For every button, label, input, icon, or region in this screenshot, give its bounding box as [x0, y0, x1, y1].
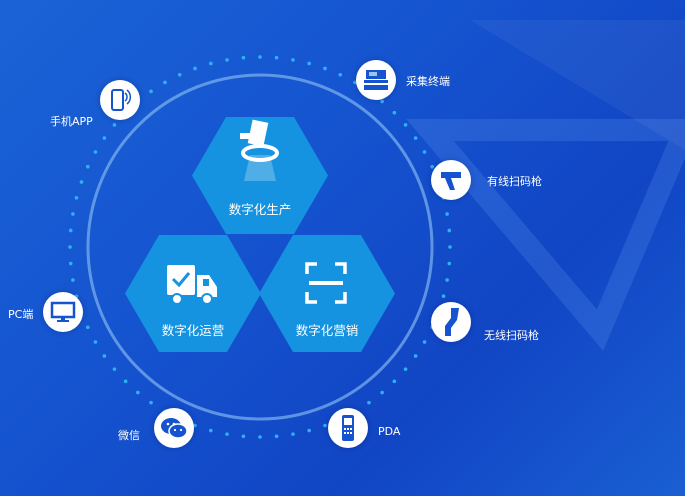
inner-ring — [86, 73, 434, 421]
ring-dot — [422, 150, 427, 154]
ring-dot — [380, 390, 384, 395]
ring-dot — [392, 110, 397, 115]
ring-dot — [445, 278, 449, 282]
module-digital-operations[interactable]: 数字化运营 — [125, 235, 261, 352]
pda-node[interactable] — [328, 408, 368, 448]
ring-dot — [413, 354, 418, 358]
ring-dot — [93, 340, 98, 344]
ring-dot — [136, 390, 140, 395]
wechat-icon — [161, 418, 188, 439]
delivery-truck-icon — [167, 265, 217, 305]
wireless-scanner-node[interactable] — [431, 302, 471, 342]
module-label: 数字化生产 — [228, 202, 292, 217]
ring-dot — [177, 73, 182, 77]
ring-dot — [149, 400, 153, 405]
ring-dot — [102, 354, 107, 358]
ring-dot — [71, 278, 75, 282]
module-label: 数字化运营 — [161, 323, 225, 338]
device-label: 采集终端 — [406, 75, 450, 88]
ring-dot — [338, 73, 343, 77]
device-label: 无线扫码枪 — [484, 329, 539, 342]
ring-dot — [447, 261, 452, 266]
ring-dot — [274, 434, 279, 439]
module-label: 数字化营销 — [295, 323, 359, 338]
ring-dot — [445, 212, 449, 216]
ring-dot — [274, 55, 279, 60]
ring-dot — [392, 379, 397, 384]
ring-dot — [323, 66, 327, 71]
ring-dot — [68, 228, 73, 233]
pda-icon — [342, 415, 354, 441]
ring-dot — [307, 61, 311, 66]
ring-dot — [323, 423, 327, 428]
ring-dot — [403, 123, 408, 127]
wired-scanner-node[interactable] — [431, 160, 471, 200]
device-label: 微信 — [118, 429, 140, 442]
ring-dot — [258, 55, 262, 59]
collection-terminal-icon — [364, 70, 388, 90]
ring-dot — [403, 367, 408, 371]
device-label: 手机APP — [50, 115, 93, 128]
collection-terminal-node[interactable] — [356, 60, 396, 100]
ring-dot — [307, 428, 311, 433]
ring-dot — [447, 228, 452, 233]
ring-dot — [225, 432, 229, 436]
ring-dot — [225, 58, 229, 62]
ring-dot — [448, 245, 452, 249]
production-machine-icon — [240, 119, 279, 181]
ring-dot — [86, 164, 90, 169]
ring-dot — [209, 428, 213, 433]
ring-dot — [86, 325, 90, 330]
ring-dot — [241, 434, 246, 439]
device-label: 有线扫码枪 — [487, 175, 542, 188]
ring-dot — [209, 61, 213, 66]
ring-dot — [149, 89, 153, 94]
pc-monitor-icon — [50, 301, 76, 322]
ring-dot — [193, 66, 197, 71]
mobile-app-node[interactable] — [100, 80, 140, 120]
ring-dot — [413, 136, 418, 140]
ring-dot — [291, 432, 295, 436]
ring-dot — [68, 261, 73, 266]
ring-dot — [102, 136, 107, 140]
ring-dot — [422, 340, 427, 344]
ring-dot — [241, 55, 246, 60]
ring-dot — [74, 196, 79, 200]
ring-dot — [112, 367, 117, 371]
ring-dot — [123, 379, 128, 384]
ring-dot — [93, 150, 98, 154]
ring-dot — [71, 212, 75, 216]
mobile-phone-icon — [111, 89, 132, 111]
ring-dot — [258, 435, 262, 439]
ring-dot — [367, 400, 371, 405]
ring-dot — [441, 294, 446, 298]
ring-dot — [380, 99, 384, 104]
ring-dot — [112, 123, 117, 127]
ring-dot — [291, 58, 295, 62]
wechat-node[interactable] — [154, 408, 194, 448]
ring-dot — [163, 80, 167, 85]
device-label: PC端 — [8, 308, 34, 321]
pc-node[interactable] — [43, 292, 83, 332]
ring-dot — [430, 164, 434, 169]
wired-scanner-icon — [441, 172, 461, 190]
ring-dot — [353, 80, 357, 85]
ring-dot — [68, 245, 72, 249]
device-label: PDA — [378, 425, 401, 438]
ring-dot — [79, 180, 84, 184]
scan-frame-icon — [305, 262, 347, 304]
ring-dot — [193, 423, 197, 428]
wireless-scanner-icon — [445, 308, 459, 336]
